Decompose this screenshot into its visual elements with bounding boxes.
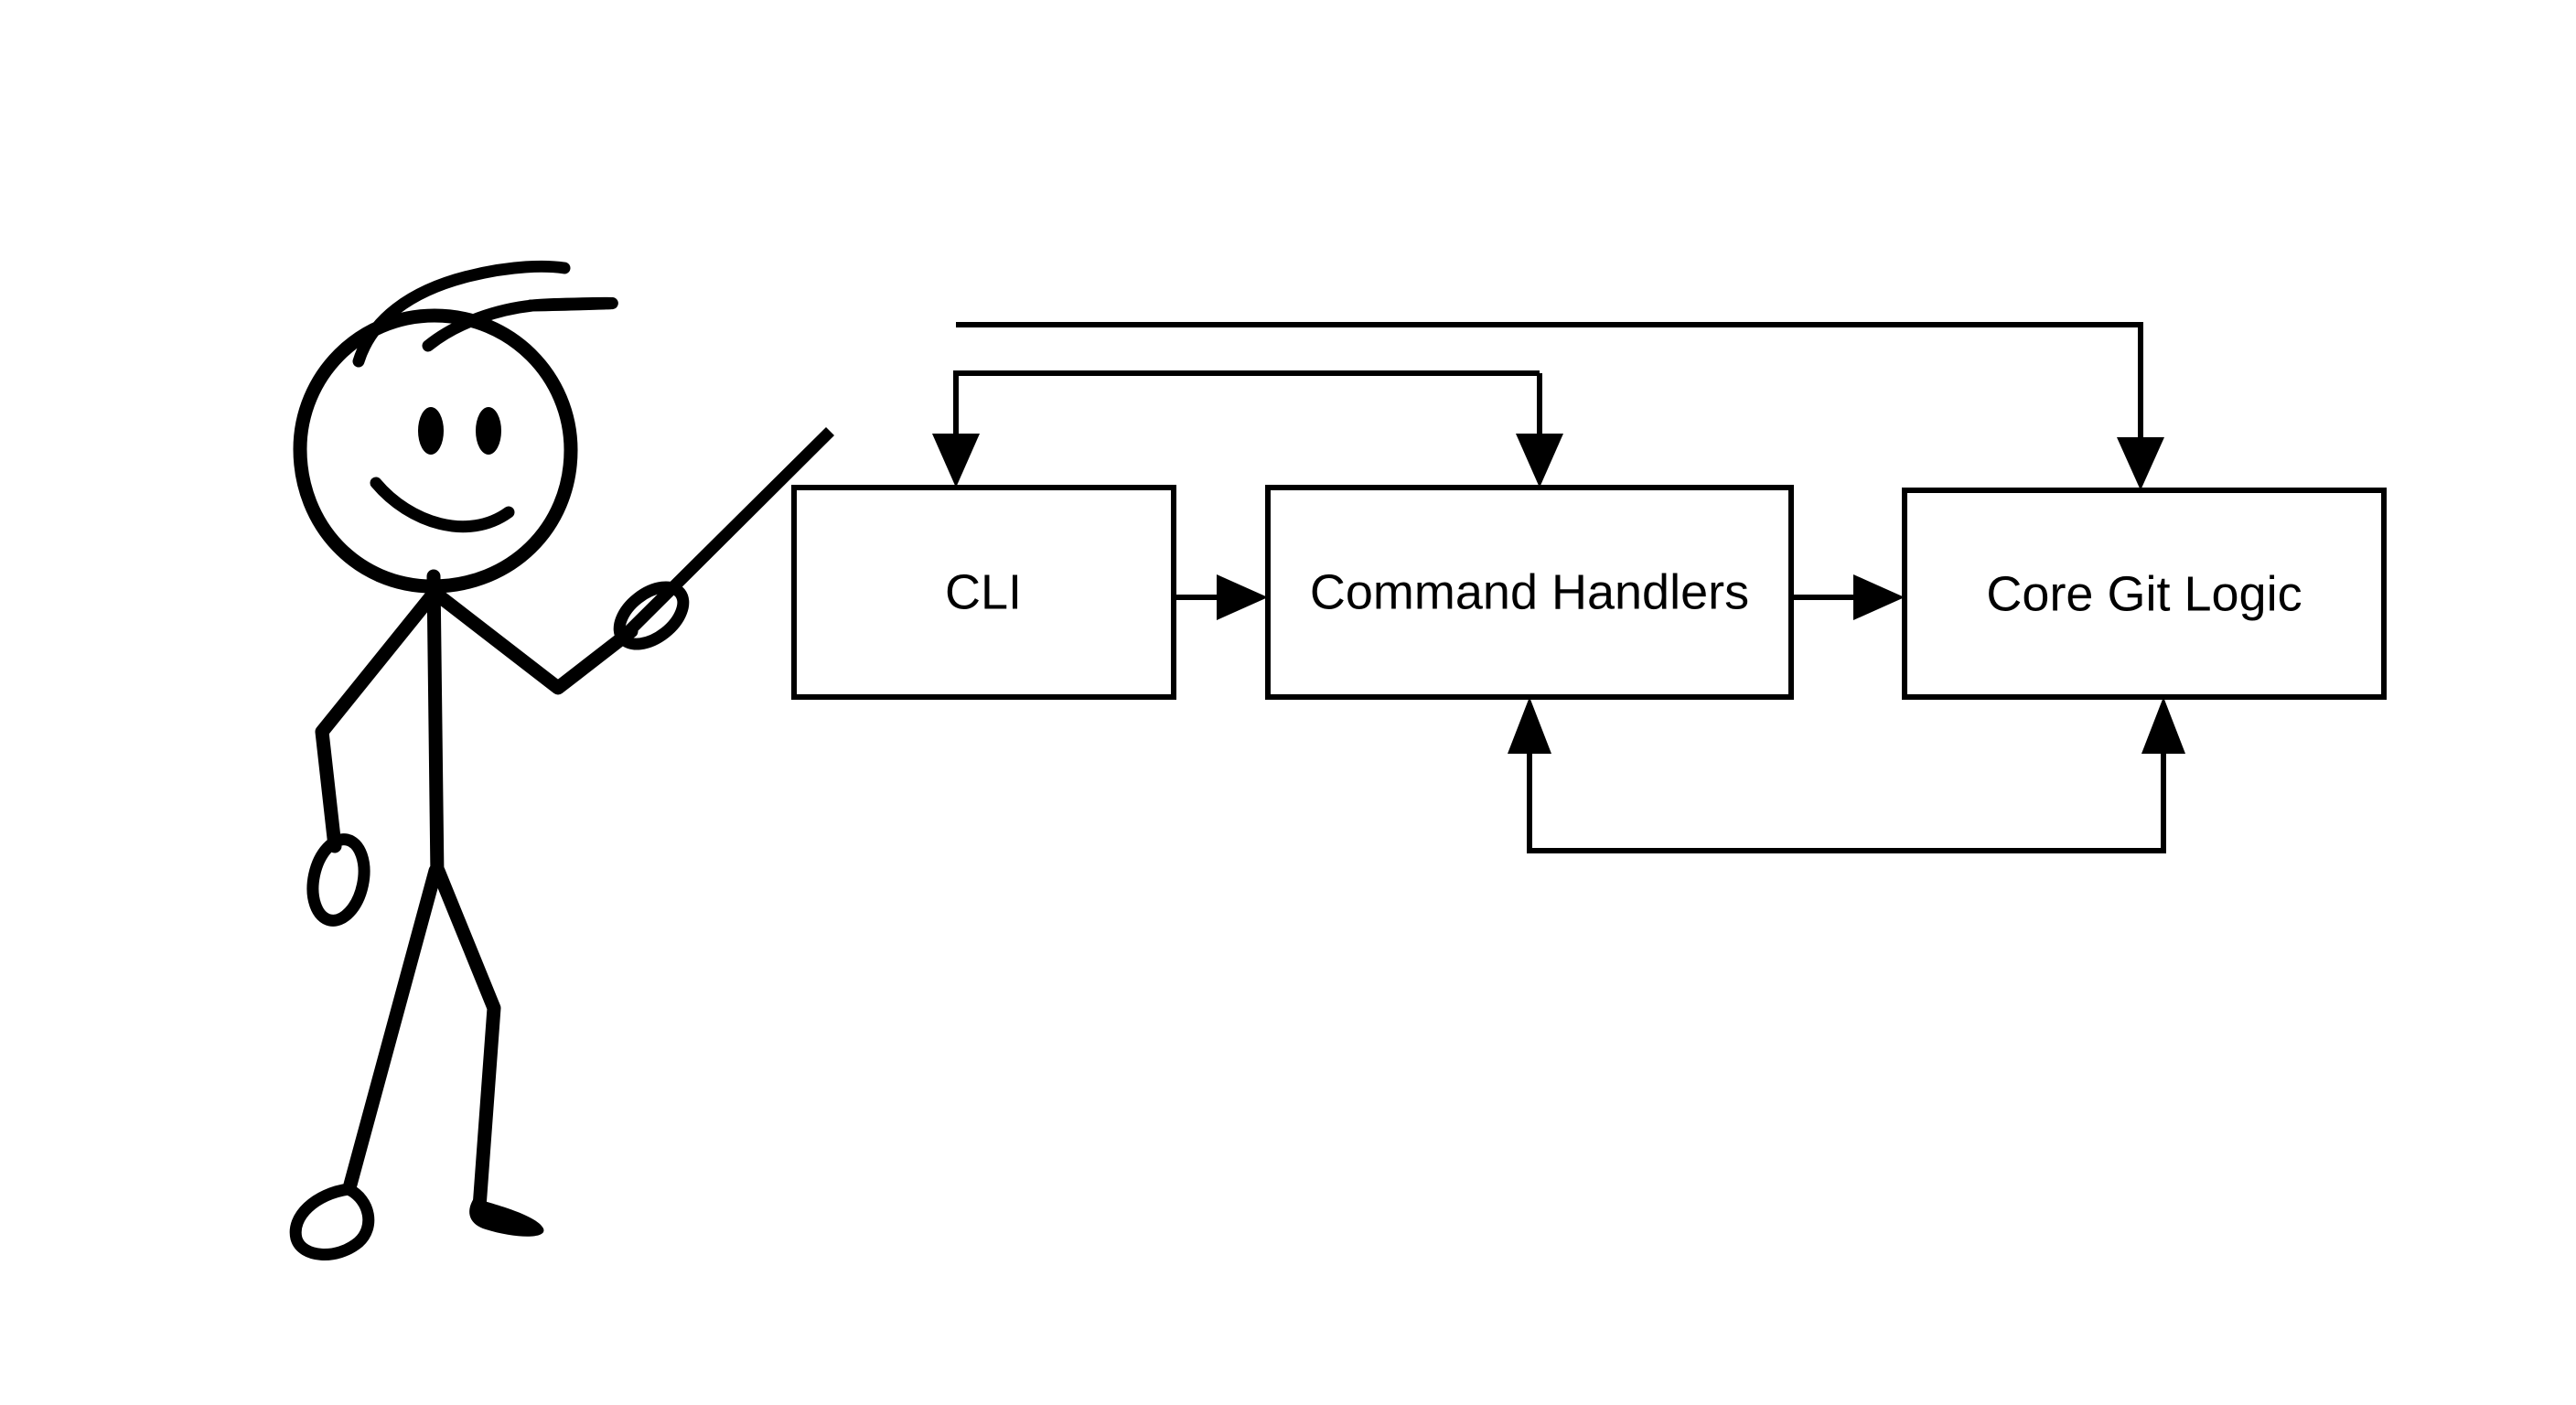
right-eye <box>476 407 501 455</box>
hair-swoosh <box>352 260 571 368</box>
edge-handlers-to-core <box>1794 574 1905 620</box>
stick-figure-presenter <box>289 260 834 1260</box>
hair-swoosh-2 <box>422 296 618 352</box>
edge-bottom-feedback-path <box>1527 730 2166 853</box>
edge-inner-loop-to-handlers <box>932 370 1563 488</box>
torso-line <box>426 569 445 885</box>
left-leg <box>343 863 443 1192</box>
edge-cli-to-handlers-arrowhead <box>1217 574 1268 620</box>
left-hand <box>306 833 370 927</box>
node-command-handlers[interactable]: Command Handlers <box>1265 485 1794 700</box>
edge-outer-loop-path <box>956 322 2143 462</box>
node-command-handlers-rect[interactable] <box>1265 485 1794 700</box>
diagram-nodes: CLI Command Handlers Core Git Logic <box>791 485 2387 700</box>
edge-outer-loop-to-core <box>956 322 2164 490</box>
edge-bottom-feedback-loop <box>1508 697 2185 853</box>
left-arm <box>315 587 440 853</box>
edge-inner-loop-right-arrowhead <box>1516 434 1563 488</box>
edge-handlers-to-core-arrowhead <box>1853 574 1905 620</box>
edge-feedback-to-core-arrowhead <box>2141 697 2185 754</box>
node-cli-rect[interactable] <box>791 485 1176 700</box>
diagram-edges <box>932 322 2185 853</box>
edge-inner-loop-path <box>953 370 1540 457</box>
node-core-git-logic-rect[interactable] <box>1902 488 2387 700</box>
right-foot <box>469 1198 544 1237</box>
smile-mouth <box>370 477 515 533</box>
edge-cli-to-handlers <box>1176 574 1268 620</box>
left-foot <box>289 1183 375 1260</box>
edge-outer-loop-arrowhead <box>2117 437 2164 490</box>
node-command-handlers-label: Command Handlers <box>1310 564 1749 619</box>
right-arm <box>430 587 639 695</box>
edge-inner-loop-left-arrowhead <box>932 434 980 488</box>
pointer-stick <box>611 427 834 647</box>
node-cli[interactable]: CLI <box>791 485 1176 700</box>
right-leg <box>431 863 501 1215</box>
edge-feedback-to-handlers-arrowhead <box>1508 697 1551 754</box>
node-cli-label: CLI <box>945 564 1022 619</box>
left-eye <box>418 407 444 455</box>
node-core-git-logic-label: Core Git Logic <box>1986 566 2302 621</box>
node-core-git-logic[interactable]: Core Git Logic <box>1902 488 2387 700</box>
